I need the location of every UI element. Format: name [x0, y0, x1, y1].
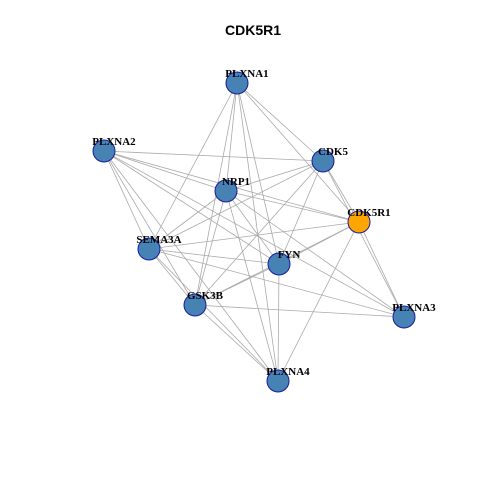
node-label-sema3a: SEMA3A — [136, 234, 181, 246]
edge-plxna1-nrp1 — [225, 82, 238, 192]
edge-fyn-plxna4 — [277, 263, 280, 382]
edge-nrp1-sema3a — [148, 190, 227, 250]
node-label-fyn: FYN — [278, 249, 301, 261]
node-plxna1[interactable] — [225, 71, 249, 95]
edge-plxna2-cdk5 — [103, 150, 324, 162]
graph-title: CDK5R1 — [225, 22, 281, 38]
edge-gsk3b-plxna4 — [194, 304, 279, 382]
edge-sema3a-fyn — [148, 248, 280, 265]
edge-plxna2-sema3a — [103, 150, 150, 250]
edge-cdk5r1-plxna4 — [277, 221, 360, 382]
edge-cdk5r1-plxna3 — [358, 221, 405, 318]
node-plxna4[interactable] — [266, 369, 290, 393]
node-plxna3[interactable] — [392, 305, 416, 329]
edge-sema3a-plxna3 — [148, 248, 405, 318]
edge-plxna2-gsk3b — [103, 150, 196, 306]
node-label-plxna3: PLXNA3 — [392, 302, 436, 314]
node-plxna2[interactable] — [92, 139, 116, 163]
node-label-nrp1: NRP1 — [222, 176, 250, 188]
edge-nrp1-plxna3 — [225, 190, 405, 318]
edge-cdk5-gsk3b — [194, 160, 324, 306]
edge-plxna1-plxna4 — [236, 82, 279, 382]
node-label-plxna4: PLXNA4 — [266, 366, 310, 378]
edge-plxna1-cdk5r1 — [236, 82, 360, 223]
node-cdk5[interactable] — [311, 149, 335, 173]
node-label-plxna2: PLXNA2 — [92, 136, 136, 148]
node-gsk3b[interactable] — [183, 293, 207, 317]
edge-plxna1-fyn — [236, 82, 280, 265]
edge-cdk5r1-sema3a — [148, 221, 360, 250]
node-label-cdk5: CDK5 — [318, 146, 348, 158]
node-label-cdk5r1: CDK5R1 — [347, 207, 390, 219]
edge-nrp1-plxna4 — [225, 190, 279, 382]
edge-plxna2-nrp1 — [103, 150, 227, 192]
edge-plxna2-plxna4 — [103, 150, 279, 382]
edge-sema3a-plxna4 — [148, 248, 279, 382]
edge-sema3a-gsk3b — [148, 248, 196, 306]
edge-layer — [103, 82, 405, 382]
edge-plxna1-cdk5 — [236, 82, 324, 162]
node-label-plxna1: PLXNA1 — [225, 68, 268, 80]
edge-fyn-gsk3b — [194, 263, 280, 306]
edge-plxna1-sema3a — [148, 82, 238, 250]
edge-gsk3b-plxna3 — [194, 304, 405, 318]
node-nrp1[interactable] — [214, 179, 238, 203]
edge-nrp1-fyn — [225, 190, 280, 265]
node-cdk5r1[interactable] — [347, 210, 371, 234]
edge-nrp1-gsk3b — [194, 190, 227, 306]
node-label-gsk3b: GSK3B — [187, 290, 224, 302]
node-sema3a[interactable] — [137, 237, 161, 261]
edge-plxna2-plxna3 — [103, 150, 405, 318]
edge-cdk5-fyn — [278, 160, 324, 265]
node-fyn[interactable] — [267, 252, 291, 276]
edge-plxna2-fyn — [103, 150, 280, 265]
edge-cdk5-plxna3 — [322, 160, 405, 318]
edge-cdk5-cdk5r1 — [322, 160, 360, 223]
edge-cdk5-nrp1 — [225, 160, 324, 192]
edge-nrp1-cdk5r1 — [225, 190, 360, 223]
